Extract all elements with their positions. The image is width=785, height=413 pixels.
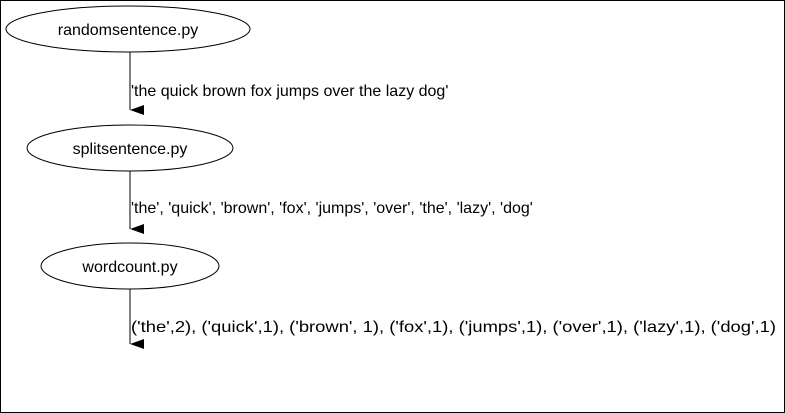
node-label: randomsentence.py (58, 22, 199, 39)
node-label: splitsentence.py (73, 141, 188, 158)
edge-label: ('the',2), ('quick',1), ('brown', 1), ('… (131, 319, 776, 336)
edge-3: ('the',2), ('quick',1), ('brown', 1), ('… (129, 289, 776, 349)
edge-label: 'the quick brown fox jumps over the lazy… (131, 83, 448, 100)
edge-1: 'the quick brown fox jumps over the lazy… (129, 52, 448, 115)
node-label: wordcount.py (81, 259, 177, 276)
edge-2: 'the', 'quick', 'brown', 'fox', 'jumps',… (129, 171, 533, 234)
node-randomsentence: randomsentence.py (5, 5, 251, 53)
edge-label: 'the', 'quick', 'brown', 'fox', 'jumps',… (131, 200, 533, 217)
